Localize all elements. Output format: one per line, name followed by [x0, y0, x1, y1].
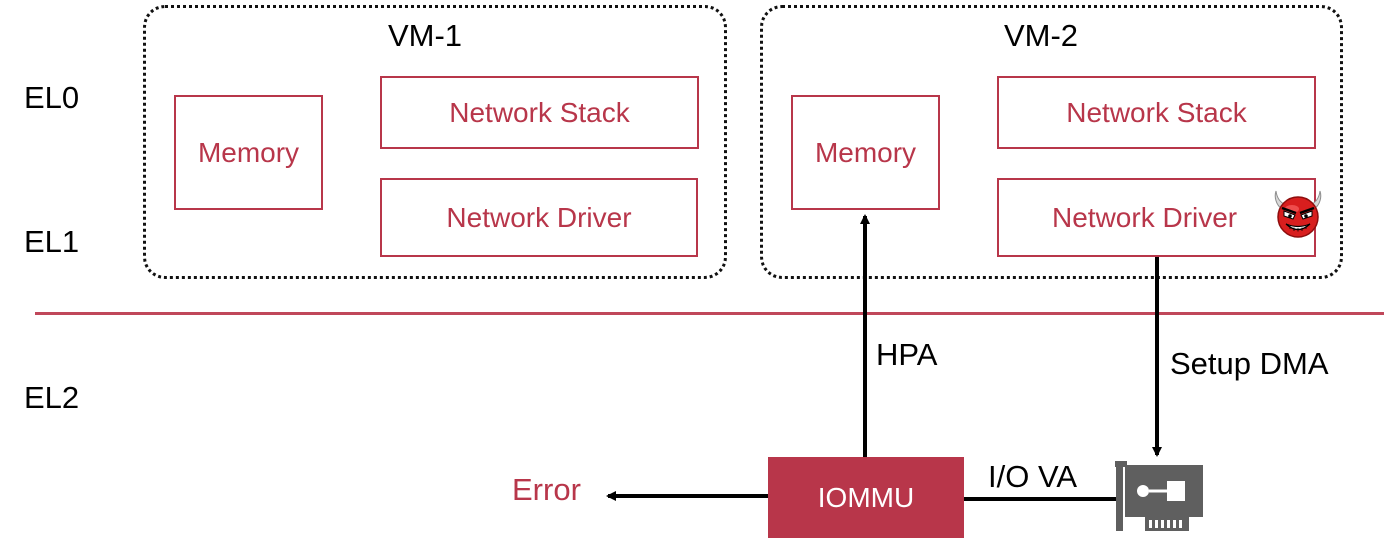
hpa-label: HPA [876, 337, 938, 372]
io-va-label: I/O VA [988, 459, 1078, 494]
vm1-network-stack-box: Network Stack [380, 76, 699, 149]
setup-dma-label: Setup DMA [1170, 346, 1329, 381]
el0-label: EL0 [24, 80, 80, 115]
vm2-network-stack-box: Network Stack [997, 76, 1316, 149]
vm2-network-driver-label: Network Driver [1052, 201, 1238, 233]
vm2-memory-box: Memory [791, 95, 940, 210]
el2-label: EL2 [24, 380, 80, 415]
vm2-container [760, 5, 1343, 279]
network-card-icon [1115, 461, 1203, 531]
vm1-container [143, 5, 727, 279]
iommu-box: IOMMU [768, 457, 964, 538]
vm1-memory-box: Memory [174, 95, 323, 210]
vm1-title: VM-1 [387, 18, 463, 53]
vm2-network-driver-box: Network Driver [997, 178, 1316, 257]
privilege-divider [35, 312, 1384, 315]
vm2-title: VM-2 [1003, 18, 1079, 53]
vm1-network-driver-box: Network Driver [380, 178, 698, 257]
el1-label: EL1 [24, 224, 80, 259]
error-label: Error [512, 472, 581, 507]
devil-face-icon [1274, 190, 1322, 238]
